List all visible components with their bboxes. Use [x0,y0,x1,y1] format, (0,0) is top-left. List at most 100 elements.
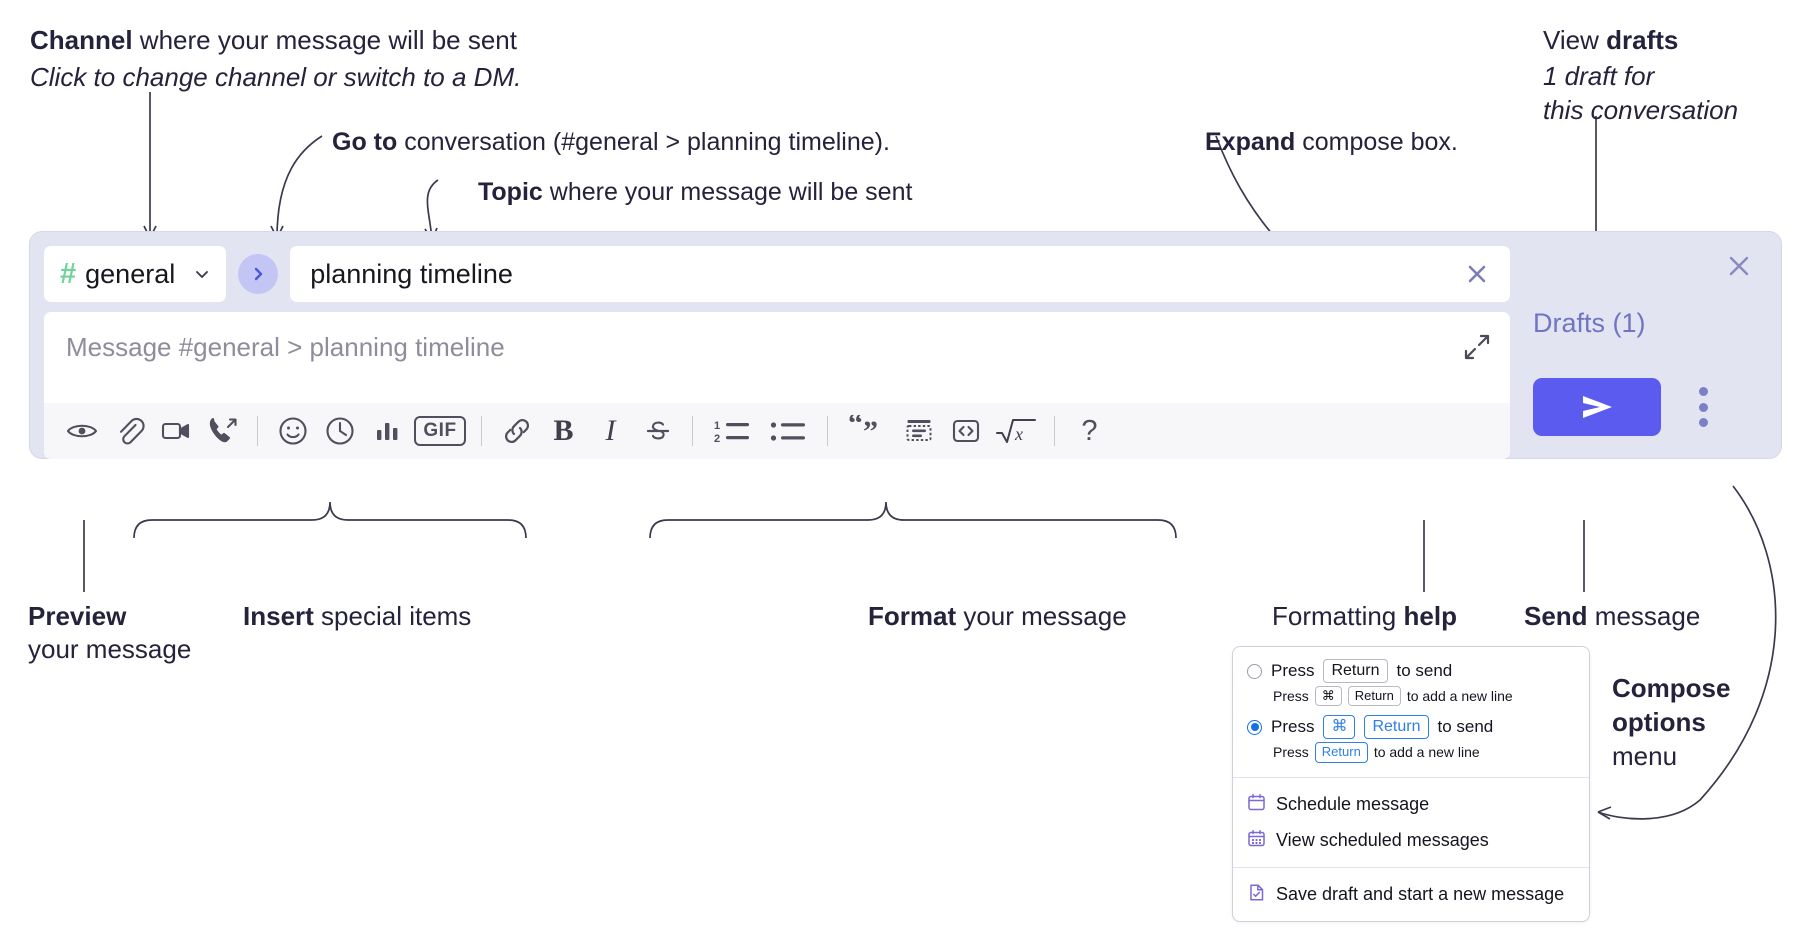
drafts-link[interactable]: Drafts (1) [1533,308,1646,338]
poll-icon[interactable] [363,408,410,455]
compose-header-row: # general planning timeline [44,246,1510,302]
option2-sub-pre: Press [1273,744,1309,761]
key-return: Return [1364,715,1429,740]
close-icon[interactable] [1456,253,1498,295]
compose-options-menu-button[interactable] [1686,384,1720,430]
expand-icon[interactable] [1460,330,1494,364]
menu-item-view-scheduled-messages[interactable]: View scheduled messages [1233,823,1589,859]
svg-text:“: “ [848,415,863,440]
clock-icon[interactable] [316,408,363,455]
annotation-drafts-pre: View [1543,25,1607,55]
channel-name: general [85,258,176,289]
bulleted-list-icon[interactable] [760,408,816,455]
hash-icon: # [60,257,77,290]
gif-icon[interactable]: GIF [410,408,470,455]
math-icon[interactable]: x [989,408,1043,455]
radio-button[interactable] [1247,663,1262,679]
annotation-channel-sub: Click to change channel or switch to a D… [30,62,522,93]
attachment-icon[interactable] [105,408,152,455]
annotation-topic: Topic where your message will be sent [478,176,912,208]
menu-divider [1233,776,1589,778]
help-icon[interactable]: ? [1066,408,1113,455]
annotation-channel: Channel where your message will be sent … [30,24,650,95]
annotation-send-rest: message [1587,601,1701,631]
menu-item-save-draft[interactable]: Save draft and start a new message [1233,877,1589,913]
save-draft-icon [1247,883,1266,907]
annotation-expand: Expand compose box. [1205,126,1458,158]
annotation-preview: Preview your message [28,600,258,667]
italic-icon[interactable]: I [587,408,634,455]
code-icon[interactable] [942,408,989,455]
send-option-return[interactable]: Press Return to send [1233,656,1589,684]
annotation-topic-rest: where your message will be sent [542,178,913,206]
annotation-format-rest: your message [956,601,1127,631]
option1-sub-pre: Press [1273,688,1309,705]
annotation-send-bold: Send [1524,601,1588,631]
call-icon[interactable] [199,408,246,455]
radio-button-selected[interactable] [1247,719,1262,735]
goto-conversation-button[interactable] [238,254,279,294]
annotation-expand-rest: compose box. [1295,128,1458,156]
strikethrough-icon[interactable] [634,408,681,455]
svg-text:x: x [1014,424,1023,444]
menu-divider [1233,866,1589,868]
calendar-grid-icon [1247,829,1266,853]
toolbar-divider [257,416,258,446]
spoiler-icon[interactable] [895,408,942,455]
option1-sub-post: to add a new line [1406,688,1513,705]
formatting-toolbar: GIF B I [44,403,1510,459]
svg-text:”: ” [863,415,878,447]
annotation-goto-bold: Go to [332,128,398,156]
help-label: ? [1081,414,1098,447]
annotation-help-bold: help [1403,601,1457,631]
menu-item-label: Save draft and start a new message [1276,884,1565,904]
key-return: Return [1323,659,1388,683]
video-icon[interactable] [152,408,199,455]
chevron-down-icon [192,264,212,284]
option2-sub-post: to add a new line [1373,744,1480,761]
link-icon[interactable] [493,408,540,455]
option2-pre: Press [1271,717,1315,737]
option1-post: to send [1396,661,1453,680]
topic-field[interactable]: planning timeline [290,246,1510,302]
svg-text:2: 2 [714,433,720,445]
draft-section: Save draft and start a new message [1233,868,1589,921]
menu-item-label: View scheduled messages [1276,830,1489,850]
preview-icon[interactable] [58,408,105,455]
annotation-compose-options-l2: options [1612,706,1706,737]
annotation-topic-bold: Topic [478,178,543,206]
message-placeholder: Message #general > planning timeline [66,332,505,362]
gif-label: GIF [414,416,466,446]
kebab-dot [1698,387,1708,396]
annotation-insert-rest: special items [313,601,472,631]
compose-options-dropdown: Press Return to send Press ⌘ Return to a… [1232,646,1590,922]
message-input[interactable]: Message #general > planning timeline [44,312,1510,403]
toolbar-divider [692,416,693,446]
bold-icon[interactable]: B [540,408,587,455]
annotation-preview-bold: Preview [28,601,127,631]
send-behavior-section: Press Return to send Press ⌘ Return to a… [1233,647,1589,777]
option1-pre: Press [1271,661,1315,680]
emoji-icon[interactable] [269,408,316,455]
menu-item-schedule-message[interactable]: Schedule message [1233,787,1589,823]
send-button[interactable] [1533,378,1661,436]
key-return: Return [1314,742,1368,763]
annotation-drafts-bold: drafts [1606,25,1679,55]
annotation-formatting-help: Formatting help [1272,600,1457,633]
annotation-goto: Go to conversation (#general > planning … [332,126,890,158]
annotation-compose-options-l3: menu [1612,740,1678,771]
send-option-cmd-return-hint: Press Return to add a new line [1233,740,1589,768]
send-option-cmd-return[interactable]: Press ⌘ Return to send [1233,712,1589,740]
channel-selector[interactable]: # general [44,246,227,302]
toolbar-divider [481,416,482,446]
blockquote-icon[interactable]: “ ” [839,408,895,455]
menu-item-label: Schedule message [1276,794,1430,814]
bold-label: B [553,414,574,447]
calendar-icon [1247,793,1266,817]
ordered-list-icon[interactable]: 1 2 [704,408,760,455]
annotation-preview-rest: your message [28,634,192,665]
annotation-format-bold: Format [868,601,957,631]
svg-text:1: 1 [714,420,720,432]
close-icon[interactable] [1719,246,1759,286]
annotation-goto-rest: conversation (#general > planning timeli… [397,128,890,156]
